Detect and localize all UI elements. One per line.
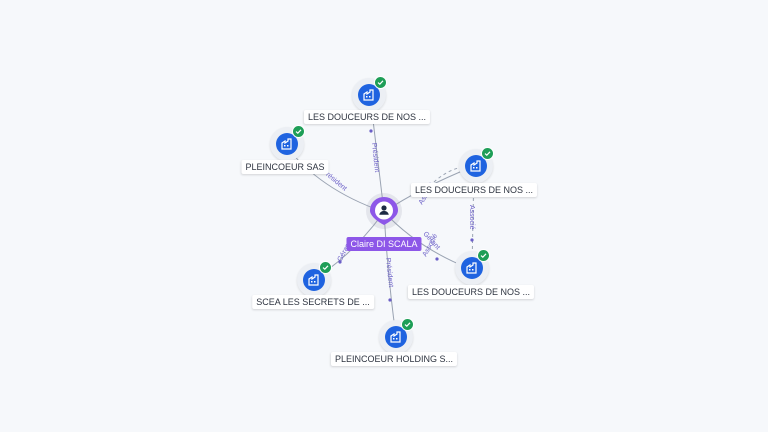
verified-check-icon [477,249,490,262]
company-node-c4[interactable] [297,261,332,297]
verified-check-icon [481,147,494,160]
edge-arrow [369,129,373,133]
company-node-c3[interactable] [459,147,494,183]
company-label-c6[interactable]: PLEINCOEUR HOLDING S... [330,352,458,366]
edge-arrow [388,298,392,302]
company-node-c6[interactable] [379,318,414,354]
person-name-label[interactable]: Claire DI SCALA [346,237,422,251]
verified-check-icon [319,261,332,274]
edge-c3-dash [433,167,459,183]
edge-label-c3-c5: Associé [468,205,475,230]
edge-arrow [435,257,439,261]
verified-check-icon [401,318,414,331]
company-icon [465,155,487,177]
verified-check-icon [292,125,305,138]
person-node[interactable] [369,196,399,226]
company-label-c5[interactable]: LES DOUCEURS DE NOS ... [407,285,535,299]
edge-label-c6: Président [384,257,394,287]
company-icon [303,269,325,291]
company-node-c5[interactable] [455,249,490,285]
company-label-c2[interactable]: PLEINCOEUR SAS [241,160,329,174]
company-icon [276,133,298,155]
company-icon [461,257,483,279]
edge-arrow [338,260,342,264]
company-label-c4[interactable]: SCEA LES SECRETS DE ... [252,295,374,309]
edge-c3-c5 [471,167,475,269]
verified-check-icon [374,76,387,89]
company-node-c2[interactable] [270,125,305,161]
edge-arrow [470,238,474,242]
person-icon [379,205,389,215]
company-node-c1[interactable] [352,76,387,112]
company-label-c3[interactable]: LES DOUCEURS DE NOS ... [410,183,538,197]
company-label-c1[interactable]: LES DOUCEURS DE NOS ... [303,110,431,124]
edge-label-c1: Président [370,142,380,172]
company-icon [358,84,380,106]
company-icon [385,326,407,348]
